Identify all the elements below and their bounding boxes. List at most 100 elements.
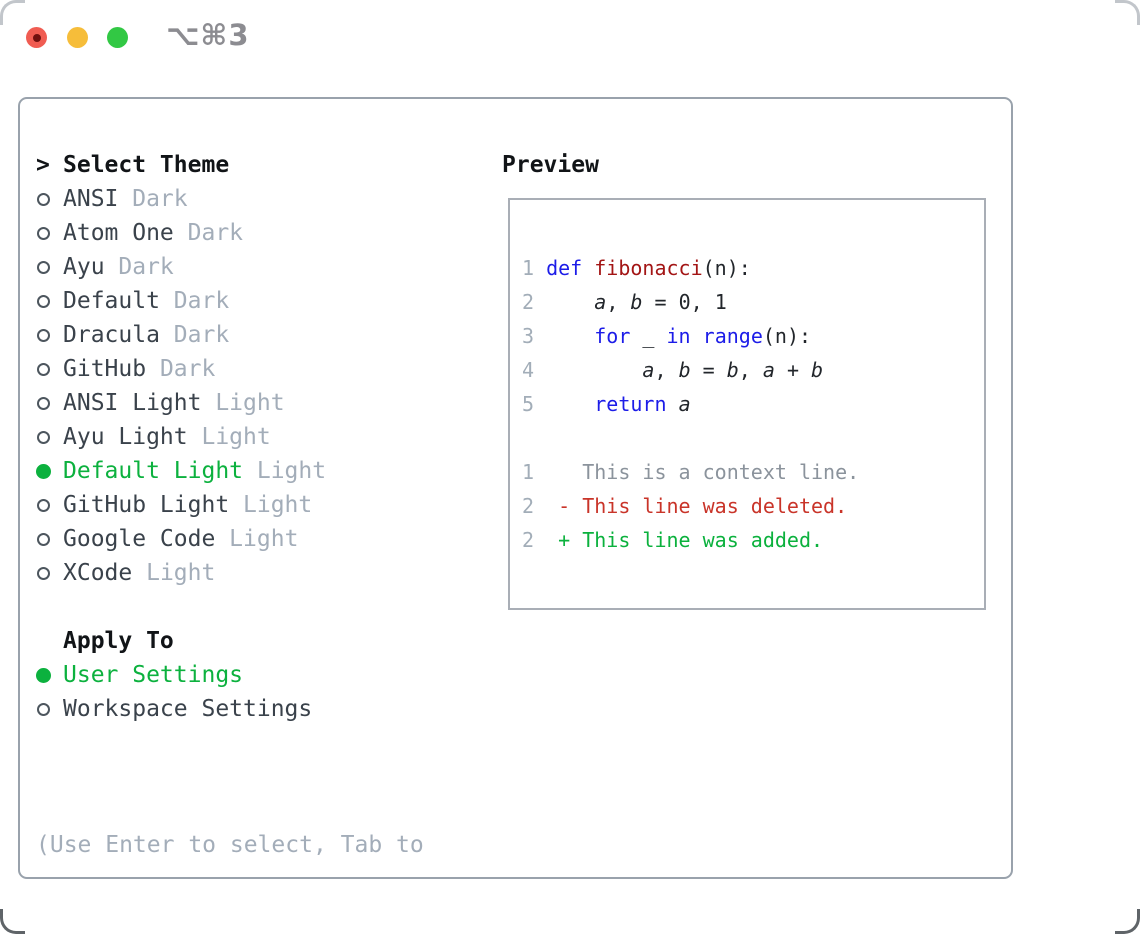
theme-option[interactable]: ANSI Dark	[36, 182, 326, 216]
code-token: (n):	[702, 256, 751, 280]
window-shortcut-label: ⌥⌘3	[166, 18, 250, 52]
help-text: (Use Enter to select, Tab to change focu…	[36, 760, 424, 934]
close-button[interactable]	[26, 27, 47, 48]
code-line: 3 for _ in range(n):	[522, 319, 984, 353]
code-token: a	[642, 358, 655, 382]
ring-icon	[37, 396, 50, 410]
ring-icon	[37, 566, 50, 580]
radio-unselected-icon	[36, 260, 63, 274]
theme-option[interactable]: XCode Light	[36, 556, 326, 590]
code-token: b	[726, 358, 739, 382]
line-number: 2	[522, 494, 535, 518]
code-token	[534, 528, 558, 552]
option-label: User Settings	[63, 662, 244, 688]
radio-unselected-icon	[36, 362, 63, 376]
code-token: a	[678, 392, 691, 416]
code-token: fibonacci	[594, 256, 703, 280]
radio-unselected-icon	[36, 532, 63, 546]
window-corner	[0, 0, 25, 25]
option-label: Google Code	[63, 526, 216, 552]
line-number: 3	[522, 324, 535, 348]
code-token: =	[690, 358, 727, 382]
option-variant-label: Light	[243, 458, 327, 484]
code-token: b	[678, 358, 691, 382]
window-corner	[1115, 0, 1140, 25]
option-label: Default	[63, 288, 160, 314]
code-line: 5 return a	[522, 387, 984, 421]
code-token: range	[702, 324, 763, 348]
line-number: 2	[522, 290, 535, 314]
selected-dot-icon	[36, 667, 51, 683]
theme-option[interactable]: GitHub Dark	[36, 352, 326, 386]
option-variant-label: Dark	[173, 220, 244, 246]
ring-icon	[37, 226, 50, 240]
apply-option[interactable]: Workspace Settings	[36, 692, 312, 726]
theme-option[interactable]: Default Light Light	[36, 454, 326, 488]
apply-option[interactable]: User Settings	[36, 658, 312, 692]
selected-dot-icon	[36, 463, 51, 479]
code-token: return	[594, 392, 667, 416]
theme-option[interactable]: Ayu Dark	[36, 250, 326, 284]
line-number: 5	[522, 392, 535, 416]
option-label: Default Light	[63, 458, 244, 484]
code-line: 4 a, b = b, a + b	[522, 353, 984, 387]
radio-selected-icon	[36, 463, 63, 479]
theme-option[interactable]: Atom One Dark	[36, 216, 326, 250]
line-number: 1	[522, 460, 535, 484]
ring-icon	[37, 430, 50, 444]
theme-option[interactable]: Ayu Light Light	[36, 420, 326, 454]
code-token: def	[546, 256, 583, 280]
unsaved-dot-icon	[32, 33, 41, 42]
ring-icon	[37, 260, 50, 274]
help-line-2: change focus)	[36, 930, 424, 934]
code-token: a	[594, 290, 607, 314]
option-variant-label: Dark	[118, 186, 188, 212]
option-variant-label: Dark	[104, 254, 174, 280]
option-label: ANSI Light	[63, 390, 202, 416]
radio-unselected-icon	[36, 294, 63, 308]
option-variant-label: Light	[229, 492, 313, 518]
code-token: ,	[738, 358, 763, 382]
theme-option[interactable]: GitHub Light Light	[36, 488, 326, 522]
option-label: Dracula	[63, 322, 160, 348]
theme-option[interactable]: Google Code Light	[36, 522, 326, 556]
code-line: 2 a, b = 0, 1	[522, 285, 984, 319]
line-number: 1	[522, 256, 535, 280]
code-token	[667, 392, 679, 416]
radio-unselected-icon	[36, 566, 63, 580]
code-line: 2 - This line was deleted.	[522, 489, 984, 523]
radio-unselected-icon	[36, 226, 63, 240]
minimize-button[interactable]	[67, 27, 88, 48]
code-token: - This line was deleted.	[558, 494, 848, 518]
focus-caret-icon: >	[36, 152, 50, 178]
window-corner	[0, 909, 25, 934]
code-token	[534, 392, 594, 416]
code-token: in	[666, 324, 691, 348]
theme-option[interactable]: ANSI Light Light	[36, 386, 326, 420]
apply-to-header: Apply To	[36, 624, 174, 658]
option-variant-label: Dark	[146, 356, 216, 382]
code-token	[582, 256, 594, 280]
option-label: GitHub Light	[63, 492, 230, 518]
code-token: b	[811, 358, 824, 382]
code-token: = 0, 1	[642, 290, 727, 314]
line-number: 2	[522, 528, 535, 552]
code-line: 1 This is a context line.	[522, 455, 984, 489]
radio-unselected-icon	[36, 192, 63, 206]
option-label: XCode	[63, 560, 133, 586]
option-label: Atom One	[63, 220, 174, 246]
code-token	[534, 358, 642, 382]
code-token: (n):	[762, 324, 812, 348]
theme-option[interactable]: Default Dark	[36, 284, 326, 318]
code-token	[691, 324, 703, 348]
theme-option[interactable]: Dracula Dark	[36, 318, 326, 352]
ring-icon	[37, 702, 50, 716]
zoom-button[interactable]	[107, 27, 128, 48]
help-line-1: (Use Enter to select, Tab to	[36, 832, 424, 858]
theme-list-header: > Select Theme	[36, 148, 229, 182]
code-line: 1 def fibonacci(n):	[522, 251, 984, 285]
